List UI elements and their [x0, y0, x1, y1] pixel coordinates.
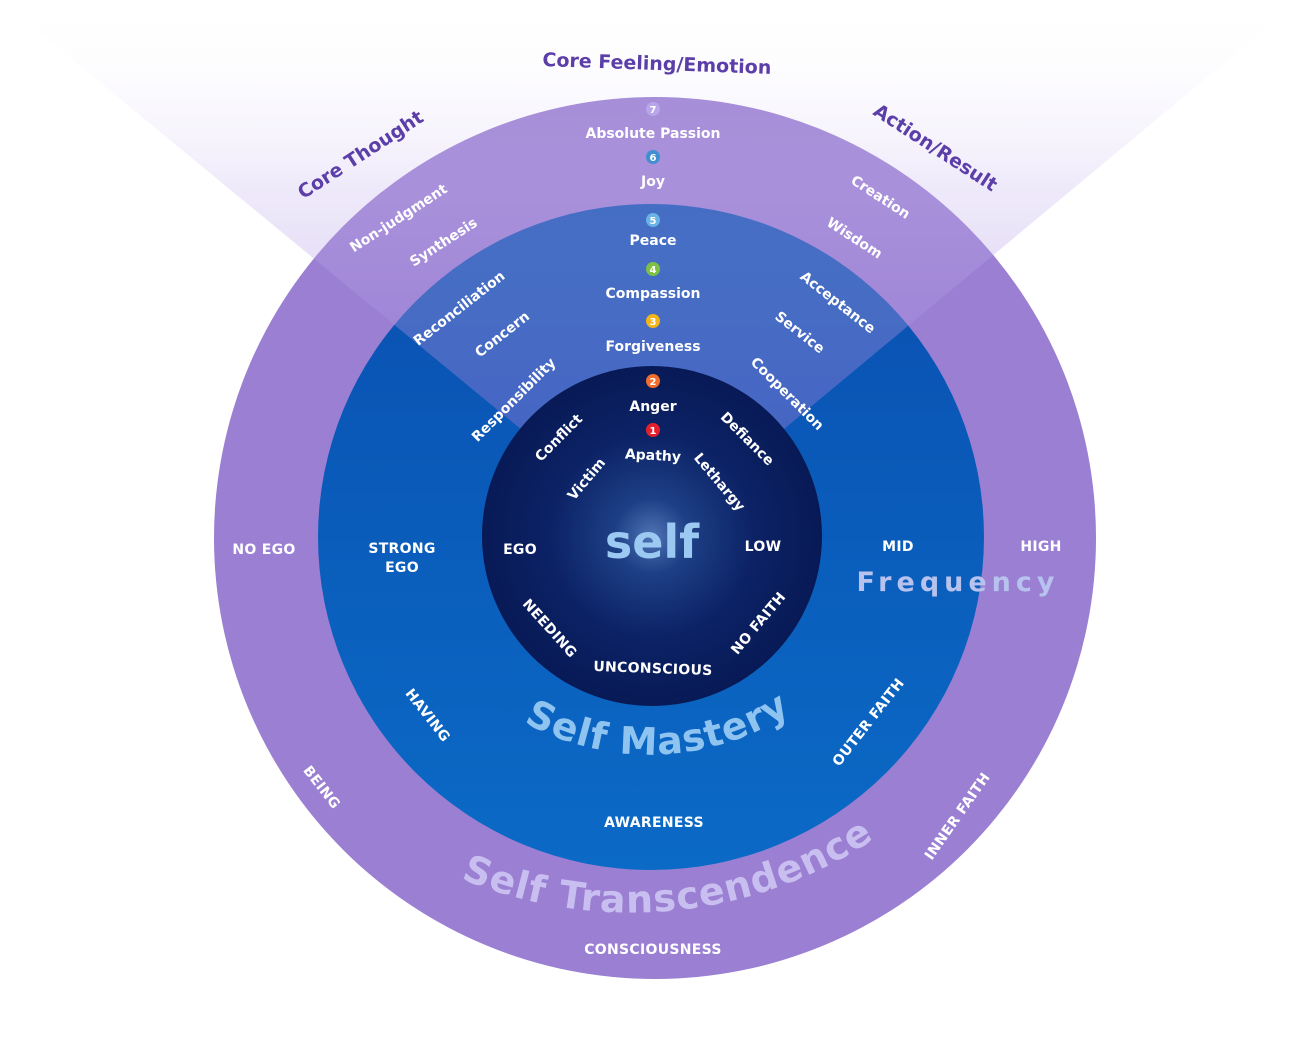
frequency-label: Frequency — [856, 567, 1059, 598]
level-2-badge — [646, 374, 660, 388]
feeling-absolute-passion: Absolute Passion — [585, 126, 720, 142]
middle-awareness: AWARENESS — [604, 815, 704, 831]
level-2: 2 Anger — [629, 374, 677, 415]
level-7: 7 Absolute Passion — [585, 102, 721, 142]
level-4-badge — [646, 262, 660, 276]
level-1-badge — [646, 423, 660, 437]
feeling-joy: Joy — [640, 174, 665, 190]
feeling-apathy: Apathy — [625, 447, 682, 466]
level-5-badge — [646, 213, 660, 227]
level-5-number: 5 — [650, 216, 657, 227]
level-3: 3 Forgiveness — [605, 314, 701, 355]
feeling-compassion: Compassion — [606, 286, 701, 302]
feeling-anger: Anger — [629, 399, 676, 415]
center-self-label: self — [605, 515, 700, 569]
level-6-badge — [646, 150, 660, 164]
level-5: 5 Peace — [630, 213, 677, 249]
level-1-number: 1 — [650, 426, 657, 437]
level-1: 1 Apathy — [625, 423, 682, 466]
level-4-number: 4 — [650, 265, 657, 276]
inner-disc-self — [482, 366, 822, 706]
outer-consciousness: CONSCIOUSNESS — [584, 942, 722, 958]
level-6: 6 Joy — [640, 150, 665, 190]
level-2-number: 2 — [650, 377, 657, 388]
feeling-peace: Peace — [630, 233, 677, 249]
level-7-badge — [646, 102, 660, 116]
level-6-number: 6 — [650, 153, 657, 164]
inner-ego: EGO — [503, 542, 537, 558]
level-3-badge — [646, 314, 660, 328]
middle-strong-ego-line2: EGO — [385, 560, 419, 576]
feeling-forgiveness: Forgiveness — [605, 339, 700, 355]
middle-mid: MID — [882, 539, 914, 555]
middle-strong-ego-line1: STRONG — [368, 541, 435, 557]
outer-high: HIGH — [1020, 539, 1061, 555]
outer-no-ego: NO EGO — [232, 542, 295, 558]
inner-low: LOW — [745, 539, 782, 555]
level-7-number: 7 — [650, 105, 657, 116]
inner-unconscious: UNCONSCIOUS — [593, 659, 713, 679]
level-4: 4 Compassion — [606, 262, 701, 302]
level-3-number: 3 — [650, 317, 657, 328]
